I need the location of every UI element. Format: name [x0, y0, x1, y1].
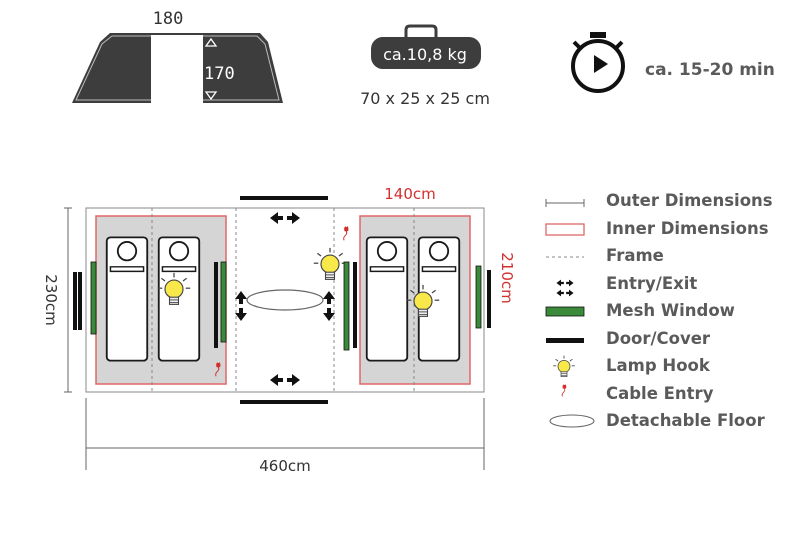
tent-height-label: 170 — [204, 64, 235, 84]
legend-label-door-cover: Door/Cover — [606, 329, 711, 348]
mesh-window-icon — [545, 306, 585, 317]
sleeping-bag-icon — [105, 236, 149, 362]
legend-label-lamp-hook: Lamp Hook — [606, 356, 711, 375]
legend: Outer Dimensions Inner Dimensions Frame … — [545, 191, 773, 430]
stopwatch-icon — [571, 32, 625, 93]
outer-depth-label: 230cm — [42, 274, 60, 326]
doors — [73, 196, 491, 404]
sleeping-bag-icon — [365, 236, 409, 362]
mesh-windows — [90, 261, 482, 351]
legend-label-outer-dimensions: Outer Dimensions — [606, 191, 773, 210]
entry-exit-icon — [556, 289, 574, 297]
legend-label-inner-dimensions: Inner Dimensions — [606, 219, 769, 238]
tent-width-label: 180 — [153, 9, 184, 29]
door-cover-icon — [546, 338, 584, 343]
legend-label-detachable-floor: Detachable Floor — [606, 411, 766, 430]
setup-time: ca. 15-20 min — [571, 32, 775, 93]
tent-door-panel — [151, 35, 203, 103]
legend-label-entry-exit: Entry/Exit — [606, 274, 697, 293]
floor-plan: 230cm 460cm — [42, 185, 516, 475]
bag-icon — [371, 37, 481, 69]
setup-time-label: ca. 15-20 min — [645, 60, 775, 80]
legend-label-frame: Frame — [606, 246, 664, 265]
inner-dimensions-icon — [545, 223, 585, 236]
inner-width-label: 140cm — [384, 185, 436, 203]
cable-entry-icon — [561, 383, 567, 397]
outer-width-label: 460cm — [259, 457, 311, 475]
detachable-floor-icon — [246, 289, 324, 311]
lamp-hook-icon — [552, 355, 576, 378]
detachable-floor-icon — [549, 414, 595, 428]
outer-dimensions-icon — [545, 199, 585, 207]
height-arrow-icon — [204, 37, 218, 101]
packed-size-label: 70 x 25 x 25 cm — [360, 89, 490, 108]
legend-label-mesh-window: Mesh Window — [606, 301, 735, 320]
inner-depth-label: 210cm — [498, 252, 516, 304]
packed-weight-label: ca.10,8 kg — [383, 45, 467, 64]
bag-handle-icon — [404, 24, 438, 38]
legend-label-cable-entry: Cable Entry — [606, 384, 714, 403]
tent-profile: 180 170 — [72, 9, 283, 103]
outer-dimension-lines — [64, 207, 485, 470]
packed-bag: ca.10,8 kg 70 x 25 x 25 cm — [360, 24, 490, 108]
entry-exit-icon — [556, 279, 574, 287]
